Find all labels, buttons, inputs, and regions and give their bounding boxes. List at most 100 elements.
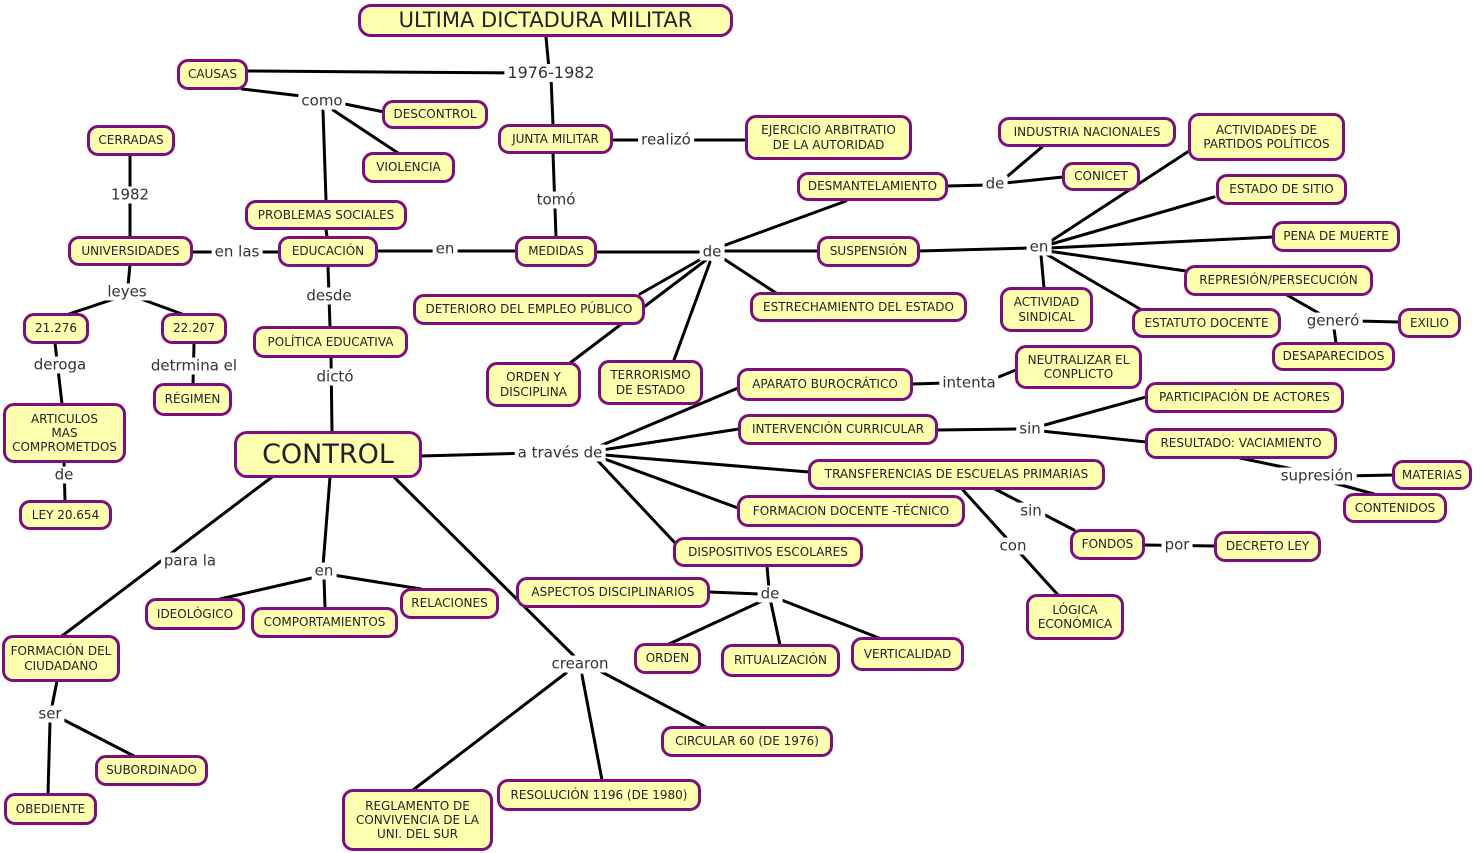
edge-leyes-21276	[67, 297, 116, 316]
node-transferencias-escuelas[interactable]: TRANSFERENCIAS DE ESCUELAS PRIMARIAS	[808, 459, 1105, 490]
edge-sin-resultado	[1039, 429, 1148, 444]
edge-de-industria	[1001, 145, 1044, 182]
edge-de-conicet	[1003, 175, 1065, 185]
edge-de-deterioro	[638, 256, 705, 296]
edge-control-atraves	[419, 451, 532, 458]
node-junta-militar[interactable]: JUNTA MILITAR	[498, 124, 613, 154]
node-exilio[interactable]: EXILIO	[1398, 308, 1461, 338]
node-orden[interactable]: ORDEN	[634, 643, 701, 674]
link-label-en-control: en	[311, 562, 337, 580]
node-formacion-ciudadano[interactable]: FORMACIÓN DEL CIUDADANO	[2, 635, 120, 682]
node-estatuto-docente[interactable]: ESTATUTO DOCENTE	[1132, 308, 1281, 338]
node-actividades-partidos[interactable]: ACTIVIDADES DE PARTIDOS POLÍTICOS	[1188, 113, 1345, 161]
node-aspectos-disciplinarios[interactable]: ASPECTOS DISCIPLINARIOS	[516, 577, 710, 608]
node-circular-60[interactable]: CIRCULAR 60 (DE 1976)	[661, 726, 833, 757]
node-decreto-ley[interactable]: DECRETO LEY	[1214, 531, 1321, 562]
node-represion-persecucion[interactable]: REPRESIÓN/PERSECUCIÓN	[1184, 265, 1373, 296]
edge-en-relaciones	[331, 573, 423, 591]
node-logica-economica[interactable]: LÓGICA ECONÓMICA	[1026, 594, 1124, 640]
node-aparato-burocratico[interactable]: APARATO BUROCRÁTICO	[737, 368, 913, 401]
edge-crearon-resolucion	[580, 673, 604, 782]
node-industria-nacionales[interactable]: INDUSTRIA NACIONALES	[998, 117, 1176, 147]
node-control[interactable]: CONTROL	[234, 431, 422, 478]
edge-dispositivos-de	[765, 564, 771, 591]
node-educacion[interactable]: EDUCACIÓN	[278, 236, 378, 267]
edge-en-actividades	[1046, 149, 1191, 245]
edge-problemas-educacion	[324, 227, 329, 239]
edge-21276-articulos	[53, 341, 64, 406]
node-verticalidad[interactable]: VERTICALIDAD	[851, 637, 964, 671]
node-intervencion-curricular[interactable]: INTERVENCIÓN CURRICULAR	[738, 414, 938, 445]
node-formacion-docente[interactable]: FORMACION DOCENTE -TÉCNICO	[737, 495, 965, 527]
link-label-desde: desde	[303, 287, 355, 305]
node-ideologico[interactable]: IDEOLÓGICO	[145, 598, 245, 630]
node-orden-y-disciplina[interactable]: ORDEN Y DISCIPLINA	[486, 362, 581, 407]
node-descontrol[interactable]: DESCONTROL	[382, 100, 488, 129]
node-neutralizar-conflicto[interactable]: NEUTRALIZAR EL CONPLICTO	[1015, 345, 1142, 389]
edge-intervencion-sin	[935, 427, 1023, 432]
edge-en-estado-sitio	[1046, 195, 1216, 247]
edge-genero-desaparecidos	[1332, 327, 1338, 345]
node-problemas-sociales[interactable]: PROBLEMAS SOCIALES	[245, 200, 407, 230]
link-label-sin-intervencion: sin	[1016, 420, 1044, 438]
node-cerradas[interactable]: CERRADAS	[87, 125, 175, 156]
link-label-de-medidas: de	[699, 243, 725, 261]
node-politica-educativa[interactable]: POLÍTICA EDUCATIVA	[253, 326, 408, 358]
node-fondos[interactable]: FONDOS	[1070, 529, 1145, 560]
link-label-en-educacion: en	[432, 240, 458, 258]
node-actividad-sindical[interactable]: ACTIVIDAD SINDICAL	[1000, 287, 1093, 332]
node-comportamientos[interactable]: COMPORTAMIENTOS	[251, 607, 398, 638]
node-ejercicio-autoridad[interactable]: EJERCICIO ARBITRATIO DE LA AUTORIDAD	[745, 115, 912, 160]
link-label-deroga: deroga	[30, 356, 90, 374]
edge-atraves-intervencion	[600, 427, 741, 452]
node-contenidos[interactable]: CONTENIDOS	[1343, 493, 1447, 523]
node-ley-22207[interactable]: 22.207	[161, 313, 227, 344]
edge-control-en	[321, 475, 332, 568]
node-suspension[interactable]: SUSPENSIÓN	[817, 236, 920, 267]
edge-en-actividad-sindical	[1039, 253, 1046, 290]
node-ley-21276[interactable]: 21.276	[23, 313, 89, 344]
edge-como-problemas	[321, 109, 328, 202]
node-dispositivos-escolares[interactable]: DISPOSITIVOS ESCOLARES	[673, 537, 863, 567]
link-label-genero: generó	[1303, 312, 1363, 330]
node-medidas[interactable]: MEDIDAS	[515, 236, 597, 267]
node-materias[interactable]: MATERIAS	[1392, 460, 1472, 490]
link-label-dicto: dictó	[313, 368, 357, 386]
edge-sin-participacion	[1039, 395, 1148, 428]
node-terrorismo-de-estado[interactable]: TERRORISMO DE ESTADO	[598, 360, 703, 405]
node-violencia[interactable]: VIOLENCIA	[362, 152, 455, 183]
link-label-ser: ser	[35, 705, 65, 723]
edge-como-violencia	[331, 108, 400, 155]
node-subordinado[interactable]: SUBORDINADO	[95, 755, 208, 786]
link-label-con: con	[996, 537, 1030, 555]
node-title[interactable]: ULTIMA DICTADURA MILITAR	[358, 4, 733, 37]
node-deterioro-empleo[interactable]: DETERIORO DEL EMPLEO PÚBLICO	[413, 294, 645, 325]
node-estado-de-sitio[interactable]: ESTADO DE SITIO	[1216, 174, 1347, 205]
node-causas[interactable]: CAUSAS	[177, 59, 248, 90]
edge-title-periodo	[544, 35, 551, 71]
node-articulos-comprometidos[interactable]: ARTICULOS MAS COMPROMETDOS	[3, 403, 126, 463]
node-relaciones[interactable]: RELACIONES	[400, 588, 499, 619]
node-regimen[interactable]: RÉGIMEN	[153, 383, 232, 416]
link-label-como: como	[298, 92, 346, 110]
node-ritualizacion[interactable]: RITUALIZACIÓN	[721, 644, 840, 677]
node-estrechamiento-estado[interactable]: ESTRECHAMIENTO DEL ESTADO	[750, 292, 967, 322]
node-reglamento-convivencia[interactable]: REGLAMENTO DE CONVIVENCIA DE LA UNI. DEL…	[342, 789, 493, 851]
edge-atraves-dispositivos	[596, 459, 678, 546]
node-pena-de-muerte[interactable]: PENA DE MUERTE	[1272, 221, 1400, 252]
link-label-supresion: supresión	[1277, 467, 1357, 485]
node-universidades[interactable]: UNIVERSIDADES	[68, 236, 193, 266]
node-desaparecidos[interactable]: DESAPARECIDOS	[1272, 342, 1395, 371]
edge-desmantelamiento-de	[945, 183, 990, 188]
edge-causas-periodo	[246, 69, 522, 75]
edge-de-terrorismo	[672, 260, 712, 362]
node-resolucion-1196[interactable]: RESOLUCIÓN 1196 (DE 1980)	[497, 779, 701, 811]
node-desmantelamiento[interactable]: DESMANTELAMIENTO	[797, 172, 948, 201]
edge-de-ritualizacion	[769, 601, 782, 647]
node-obediente[interactable]: OBEDIENTE	[4, 793, 97, 825]
node-resultado-vaciamiento[interactable]: RESULTADO: VACIAMIENTO	[1145, 428, 1337, 459]
node-ley-20654[interactable]: LEY 20.654	[19, 500, 112, 530]
node-participacion-actores[interactable]: PARTICIPACIÓN DE ACTORES	[1145, 382, 1344, 413]
edge-en-represion	[1046, 249, 1188, 273]
node-conicet[interactable]: CONICET	[1062, 162, 1140, 191]
